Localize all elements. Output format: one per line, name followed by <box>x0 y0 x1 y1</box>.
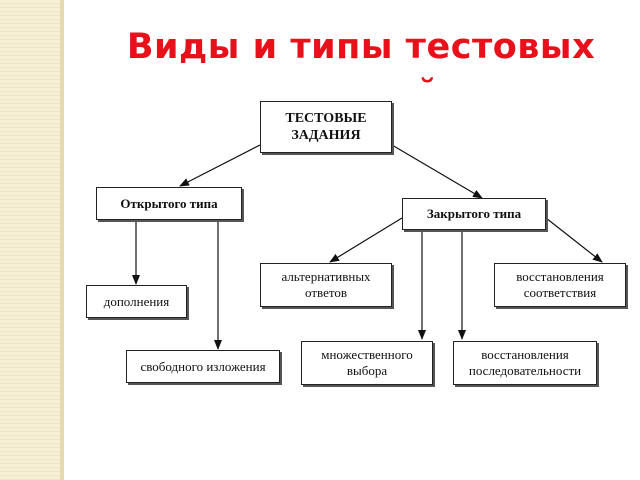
alternativnyh-otvetov-box: альтернативных ответов <box>260 263 392 307</box>
arrow-root-to-open <box>179 144 261 187</box>
dopolneniya-box: дополнения <box>86 285 187 318</box>
arrow-closed-to-alternativnyh <box>329 217 403 263</box>
closed-type-box: Закрытого типа <box>402 198 546 230</box>
root-box: ТЕСТОВЫЕ ЗАДАНИЯ <box>260 101 392 153</box>
arrow-root-to-closed <box>391 144 483 199</box>
slide-title-line1: Виды и типы тестовых <box>126 27 596 67</box>
decorative-side-stripe <box>0 0 60 480</box>
mnozhestvennogo-vybora-box: множественного выбора <box>301 341 433 385</box>
closed-type-label: Закрытого типа <box>426 206 522 221</box>
sootvetstviya-label-line2: соответствия <box>523 285 597 300</box>
open-type-label: Открытого типа <box>120 195 218 211</box>
mnozhestvennogo-label-line1: множественного <box>321 347 413 362</box>
alternativnyh-label-line1: альтернативных <box>281 269 371 284</box>
arrow-closed-to-sootvetstviya <box>545 217 603 263</box>
svobodnogo-izlozheniya-label: свободного изложения <box>140 358 266 374</box>
vosstanovleniya-sootvetstviya-box: восстановления соответствия <box>494 263 626 307</box>
slide-title-line2: заданий: <box>96 70 626 84</box>
sootvetstviya-label-line1: восстановления <box>516 269 604 284</box>
open-type-box: Открытого типа <box>96 187 242 220</box>
svobodnogo-izlozheniya-box: свободного изложения <box>126 350 280 383</box>
dopolneniya-label: дополнения <box>103 293 170 309</box>
decorative-stripe-edge <box>60 0 64 480</box>
alternativnyh-label-line2: ответов <box>305 285 347 300</box>
mnozhestvennogo-label-line2: выбора <box>346 363 388 378</box>
root-label-line1: ТЕСТОВЫЕ <box>285 111 367 126</box>
root-label-line2: ЗАДАНИЯ <box>291 128 361 143</box>
posledovatelnosti-label-line1: восстановления <box>481 347 569 362</box>
slide-title: Виды и типы тестовых заданий: <box>96 24 626 84</box>
posledovatelnosti-label-line2: последовательности <box>468 363 582 378</box>
vosstanovleniya-posledovatelnosti-box: восстановления последовательности <box>453 341 597 385</box>
